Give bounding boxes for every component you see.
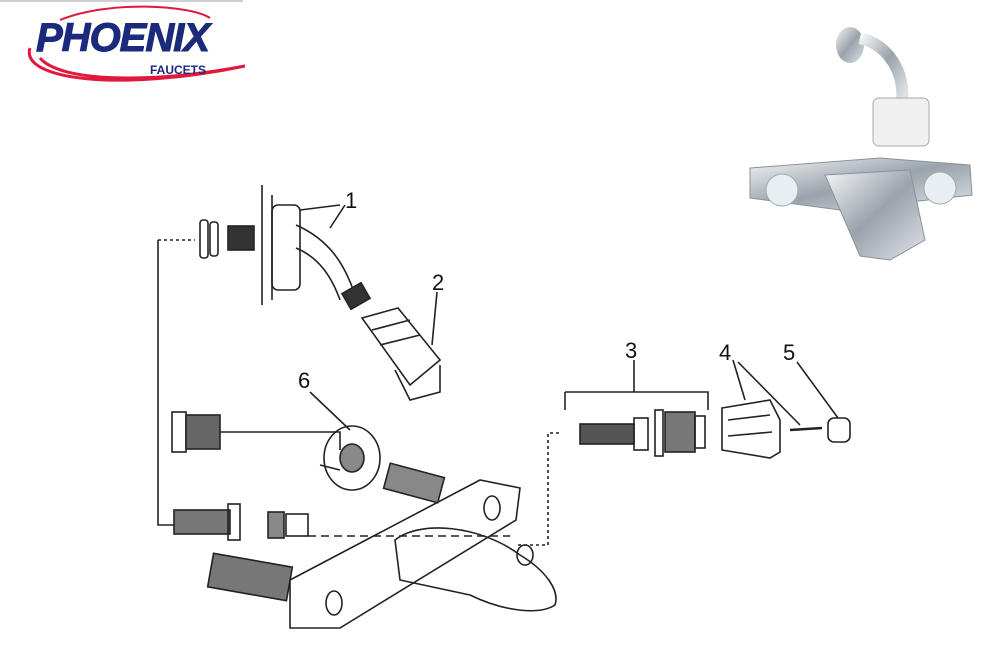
supply-pipe-lower bbox=[173, 503, 510, 541]
handle-screw-cap bbox=[827, 417, 851, 443]
logo-swoosh-icon bbox=[27, 5, 246, 82]
shower-arm bbox=[295, 224, 356, 296]
shower-flange bbox=[271, 204, 301, 291]
callout-6: 6 bbox=[298, 368, 311, 393]
callout-5: 5 bbox=[783, 340, 796, 365]
bracket-3 bbox=[564, 391, 709, 410]
faucet-handle bbox=[721, 399, 781, 459]
photo-handle-right bbox=[923, 171, 957, 205]
shower-head bbox=[360, 307, 442, 401]
tub-faucet-body bbox=[206, 462, 557, 629]
callout-4: 4 bbox=[719, 340, 732, 365]
threaded-nipple bbox=[227, 225, 255, 251]
escutcheon-ring bbox=[323, 425, 381, 491]
product-photo bbox=[749, 27, 973, 261]
top-divider-line bbox=[0, 0, 243, 2]
supply-pipe-upper bbox=[171, 411, 341, 453]
callout-2: 2 bbox=[432, 270, 445, 295]
photo-flange bbox=[836, 27, 864, 63]
photo-spout bbox=[824, 169, 926, 261]
brand-tagline: FAUCETS bbox=[150, 63, 207, 77]
brand-name: PHOENIX bbox=[35, 16, 210, 61]
phoenix-faucets-logo: PHOENIX FAUCETS bbox=[0, 0, 260, 95]
callout-1: 1 bbox=[345, 188, 358, 213]
callout-3: 3 bbox=[625, 338, 638, 363]
photo-shower-head bbox=[872, 97, 930, 147]
photo-handle-left bbox=[765, 173, 799, 207]
valve-cartridge bbox=[579, 409, 706, 457]
photo-shower-arm bbox=[858, 32, 909, 101]
